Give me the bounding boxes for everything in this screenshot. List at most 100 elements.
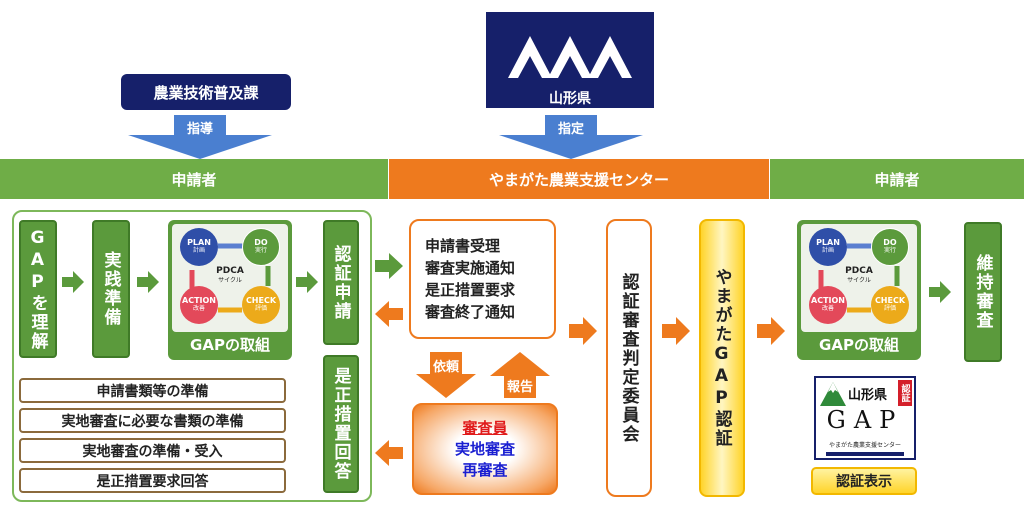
prep-item-label: 是正措置要求回答 [96, 473, 209, 490]
designation-arrow: 指定 [499, 115, 643, 159]
prep-item-label: 申請書類等の準備 [96, 383, 209, 400]
request-arrow: 依頼 [416, 352, 476, 398]
pdca-center-sub: サイクル [847, 276, 871, 284]
mark-gap-label: GAP [826, 406, 904, 434]
step-understand-gap: GAPを理解 [19, 220, 57, 358]
pdca-check: CHECK 評価 [871, 286, 909, 324]
pdca-check-sub: 評価 [254, 305, 267, 313]
to-certification-arrow-icon [662, 317, 690, 345]
step-practice-prep: 実践準備 [92, 220, 130, 358]
band-applicant-right-label: 申請者 [874, 170, 920, 189]
certification-display-badge: 認証表示 [811, 467, 917, 495]
gap-practice-caption: GAPの取組 [190, 336, 270, 354]
logo-caption: 山形県 [549, 91, 591, 107]
maintenance-audit-label: 維持審査 [972, 254, 993, 330]
right-gap-practice-caption: GAPの取組 [819, 336, 899, 354]
prep-item: 申請書類等の準備 [19, 378, 286, 403]
audit-on-site-label: 実地審査 [454, 439, 515, 458]
logo-mark-icon [508, 36, 632, 78]
step-understand-gap-label: GAPを理解 [27, 227, 48, 351]
pdca-plan-sub: 計画 [821, 247, 834, 255]
prefecture-logo: 山形県 [486, 12, 654, 108]
pdca-do: DO 実行 [871, 228, 909, 266]
pdca-action: ACTION 改善 [180, 286, 218, 324]
yamagata-gap-certification: やまがたGAP認証 [699, 219, 745, 497]
dept-box: 農業技術普及課 [121, 74, 291, 110]
mark-header: 山形県 認証 [816, 378, 914, 408]
pdca-plan-label: PLAN [816, 238, 840, 248]
pdca-action-sub: 改善 [192, 305, 205, 313]
arrow-right-icon [296, 271, 318, 293]
pdca-plan-sub: 計画 [192, 247, 205, 255]
center-task: 申請書受理 [425, 237, 501, 255]
band-applicant-left: 申請者 [0, 159, 388, 199]
apply-certification-label: 認証申請 [330, 244, 351, 321]
pdca-plan-label: PLAN [187, 238, 211, 248]
pdca-center-sub: サイクル [218, 276, 242, 284]
pdca-action: ACTION 改善 [809, 286, 847, 324]
report-arrow: 報告 [490, 352, 550, 398]
report-arrow-shape [490, 352, 550, 398]
certification-display-label: 認証表示 [836, 474, 892, 490]
pdca-center-label: PDCA [845, 266, 873, 276]
pdca-plan: PLAN 計画 [180, 228, 218, 266]
pdca-action-sub: 改善 [821, 305, 834, 313]
request-arrow-shape [416, 352, 476, 398]
step-practice-prep-label: 実践準備 [100, 251, 121, 327]
pdca-action-label: ACTION [182, 296, 216, 306]
mark-pref-label: 山形県 [848, 388, 888, 403]
guidance-arrow: 指導 [128, 115, 272, 159]
arrow-right-icon [137, 271, 159, 293]
maintenance-audit: 維持審査 [964, 222, 1002, 362]
pdca-do-label: DO [254, 238, 268, 248]
correction-request-arrow-icon [375, 440, 403, 466]
right-gap-practice-box: PLAN 計画 DO 実行 ACTION 改善 CHECK 評価 PDCA サイ… [797, 220, 921, 360]
gap-practice-box: PLAN 計画 DO 実行 ACTION 改善 CHECK 評価 PDCA サイ… [168, 220, 292, 360]
to-right-applicant-arrow-icon [757, 317, 785, 345]
report-label: 報告 [506, 380, 533, 395]
pdca-do-label: DO [883, 238, 897, 248]
pdca-center: PDCA サイクル [837, 266, 881, 284]
correction-answer: 是正措置回答 [323, 355, 359, 493]
pdca-center: PDCA サイクル [208, 266, 252, 284]
auditor-box: 審査員 実地審査 再審査 [412, 403, 558, 495]
prep-item: 是正措置要求回答 [19, 468, 286, 493]
pdca-check-label: CHECK [874, 296, 906, 306]
mark-underline [826, 452, 904, 456]
guidance-arrow-shape [128, 115, 272, 159]
designation-arrow-shape [499, 115, 643, 159]
gap-certification-mark: 山形県 認証 GAP やまがた農業支援センター [814, 376, 916, 460]
center-task: 審査実施通知 [425, 259, 516, 277]
apply-certification: 認証申請 [323, 220, 359, 345]
prep-item-label: 実地審査に必要な書類の準備 [61, 413, 244, 430]
center-task: 是正措置要求 [425, 281, 516, 299]
band-applicant-right: 申請者 [770, 159, 1024, 199]
judgment-committee-label: 認証審査判定委員会 [618, 272, 639, 444]
pdca-plan: PLAN 計画 [809, 228, 847, 266]
center-tasks-box: 申請書受理 審査実施通知 是正措置要求 審査終了通知 [409, 219, 556, 339]
apply-to-center-arrow-icon [375, 253, 403, 279]
center-to-applicant-arrow-icon [375, 301, 403, 327]
mountain-icon [820, 382, 846, 406]
band-center: やまがた農業支援センター [389, 159, 769, 199]
pdca-check-sub: 評価 [883, 305, 896, 313]
judgment-committee: 認証審査判定委員会 [606, 219, 652, 497]
to-committee-arrow-icon [569, 317, 597, 345]
yamagata-gap-certification-label: やまがたGAP認証 [711, 268, 732, 448]
pdca-do: DO 実行 [242, 228, 280, 266]
prep-item-label: 実地審査の準備・受入 [82, 443, 223, 460]
pdca-action-label: ACTION [811, 296, 845, 306]
dept-label: 農業技術普及課 [153, 83, 259, 102]
pdca-center-label: PDCA [216, 266, 244, 276]
band-applicant-left-label: 申請者 [171, 170, 217, 189]
re-audit-label: 再審査 [462, 460, 508, 479]
correction-answer-label: 是正措置回答 [330, 367, 351, 481]
prep-item: 実地審査の準備・受入 [19, 438, 286, 463]
pdca-check: CHECK 評価 [242, 286, 280, 324]
mark-org-label: やまがた農業支援センター [828, 442, 901, 449]
arrow-right-icon [929, 281, 951, 303]
mark-cert-label: 認証 [898, 380, 912, 406]
band-center-label: やまがた農業支援センター [488, 170, 669, 189]
prep-item: 実地審査に必要な書類の準備 [19, 408, 286, 433]
auditor-label: 審査員 [462, 418, 508, 437]
